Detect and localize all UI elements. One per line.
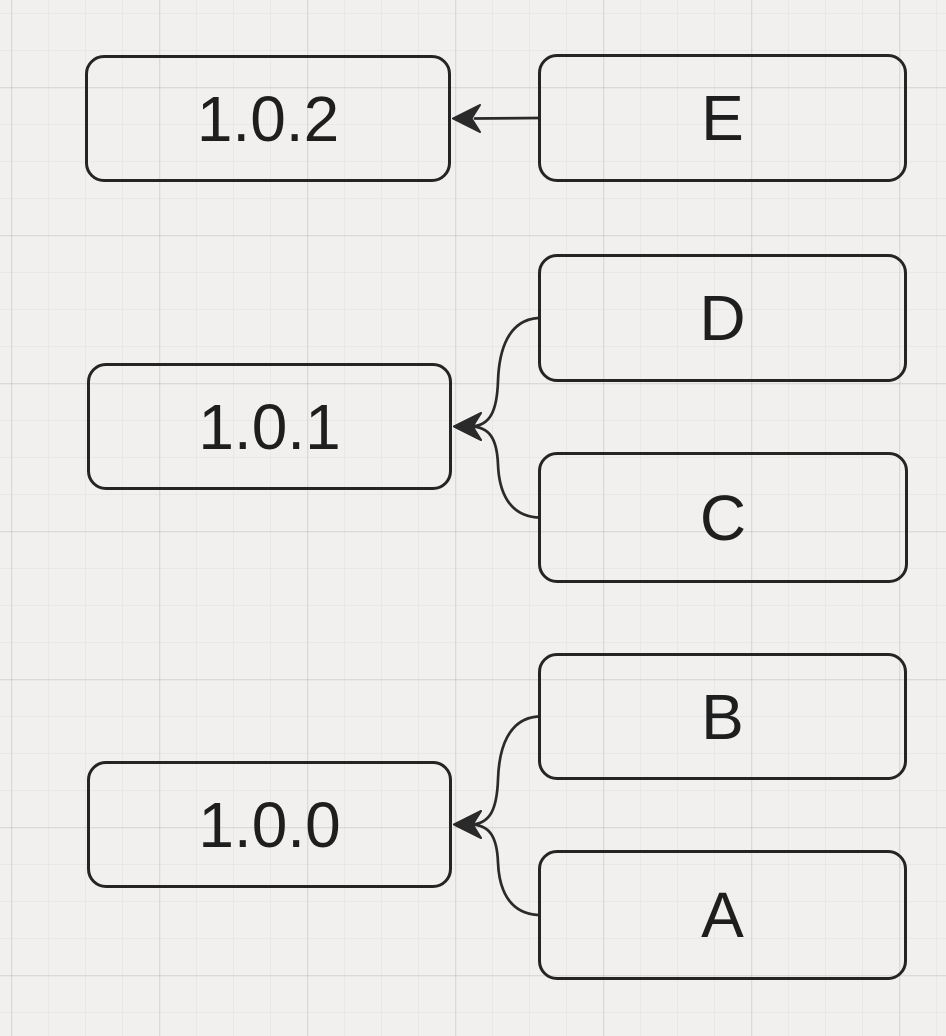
node-label: D — [699, 282, 746, 354]
node-label: 1.0.0 — [198, 788, 341, 861]
node-C[interactable]: C — [538, 452, 908, 583]
node-label: 1.0.1 — [198, 390, 341, 463]
node-B[interactable]: B — [538, 653, 907, 780]
arrow-A-to-1.0.0[interactable] — [468, 823, 540, 917]
arrowhead-E-to-1.0.2 — [452, 104, 481, 133]
arrow-E-to-1.0.2[interactable] — [473, 116, 540, 120]
arrow-C-to-1.0.1[interactable] — [468, 425, 540, 519]
arrowhead-A-to-1.0.0 — [453, 810, 482, 839]
arrowhead-C-to-1.0.1 — [453, 412, 482, 441]
node-label: 1.0.2 — [196, 82, 340, 155]
node-A[interactable]: A — [538, 850, 907, 980]
arrow-D-to-1.0.1[interactable] — [468, 316, 540, 428]
node-1.0.2[interactable]: 1.0.2 — [85, 55, 451, 182]
node-1.0.1[interactable]: 1.0.1 — [87, 363, 452, 490]
node-D[interactable]: D — [538, 254, 907, 382]
node-label: B — [701, 680, 744, 753]
arrow-B-to-1.0.0[interactable] — [468, 715, 540, 826]
node-label: A — [701, 879, 744, 951]
node-E[interactable]: E — [538, 54, 907, 182]
node-1.0.0[interactable]: 1.0.0 — [87, 761, 452, 888]
node-label: C — [699, 481, 747, 554]
node-label: E — [701, 82, 744, 154]
